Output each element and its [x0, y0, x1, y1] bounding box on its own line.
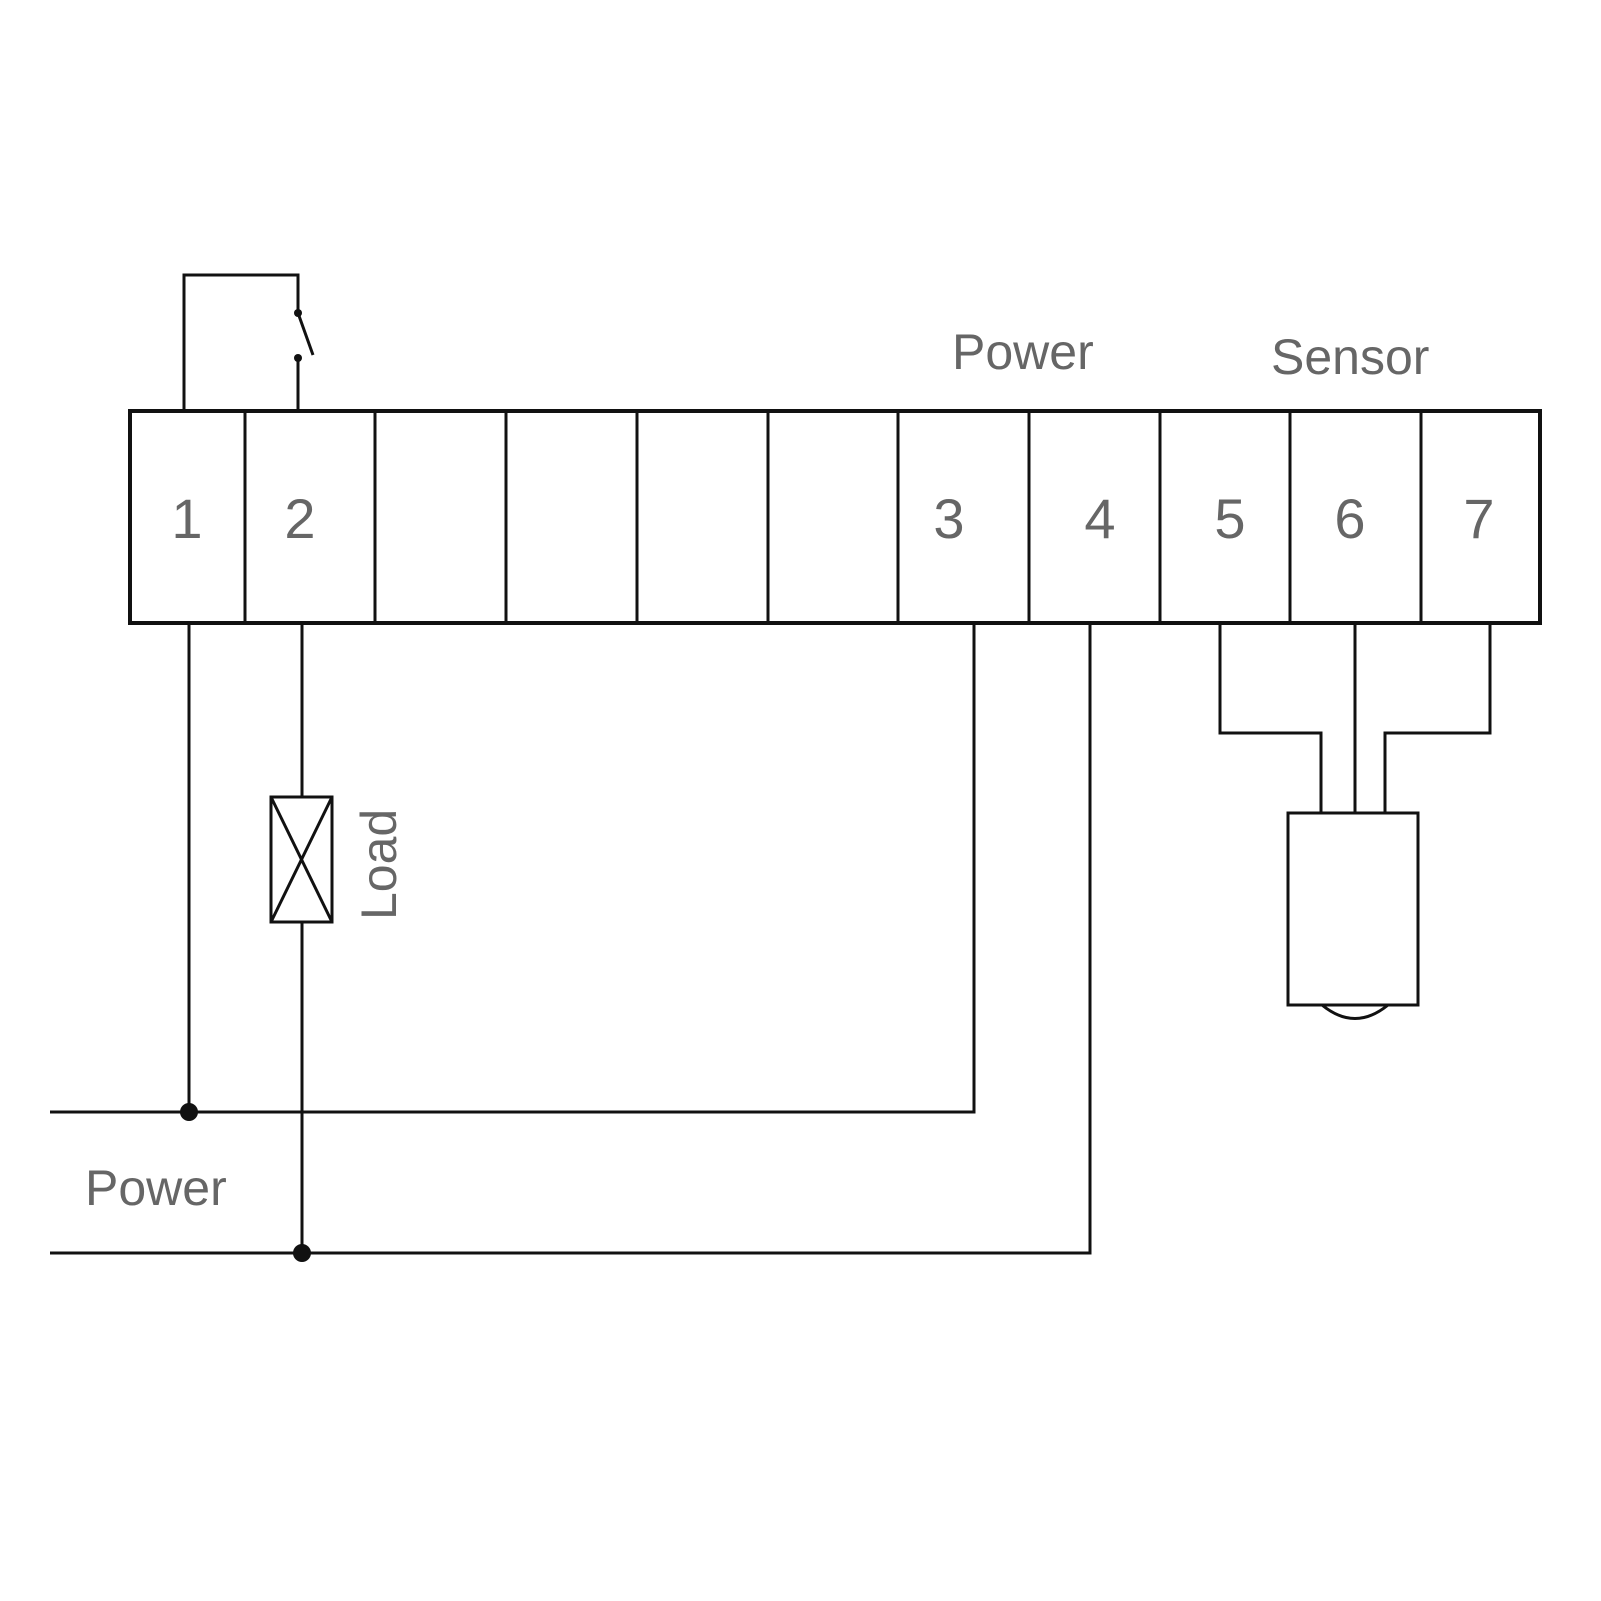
- switch-icon: [182, 273, 315, 411]
- power-terminals-label: Power: [952, 324, 1094, 380]
- junction-dot-icon: [293, 1244, 311, 1262]
- sensor-wiring: [1218, 623, 1492, 813]
- terminal-block-frame: [128, 409, 1542, 625]
- sensor-probe-icon: [1286, 811, 1420, 1020]
- terminal-6-label: 6: [1334, 487, 1365, 550]
- terminal-2-label: 2: [284, 487, 315, 550]
- terminal-block: 1 2 3 4 5 6 7: [128, 409, 1542, 625]
- sensor-terminals-label: Sensor: [1271, 329, 1429, 385]
- power-supply-label: Power: [85, 1160, 227, 1216]
- load-label: Load: [351, 809, 407, 920]
- terminal-4-label: 4: [1084, 487, 1115, 550]
- terminal-5-label: 5: [1214, 487, 1245, 550]
- load-icon: [269, 795, 334, 924]
- power-line-2: [50, 623, 1092, 1255]
- terminal-3-label: 3: [933, 487, 964, 550]
- terminal-7-label: 7: [1463, 487, 1494, 550]
- terminal-1-label: 1: [171, 487, 202, 550]
- power-line-1: [50, 623, 976, 1114]
- junction-dot-icon: [180, 1103, 198, 1121]
